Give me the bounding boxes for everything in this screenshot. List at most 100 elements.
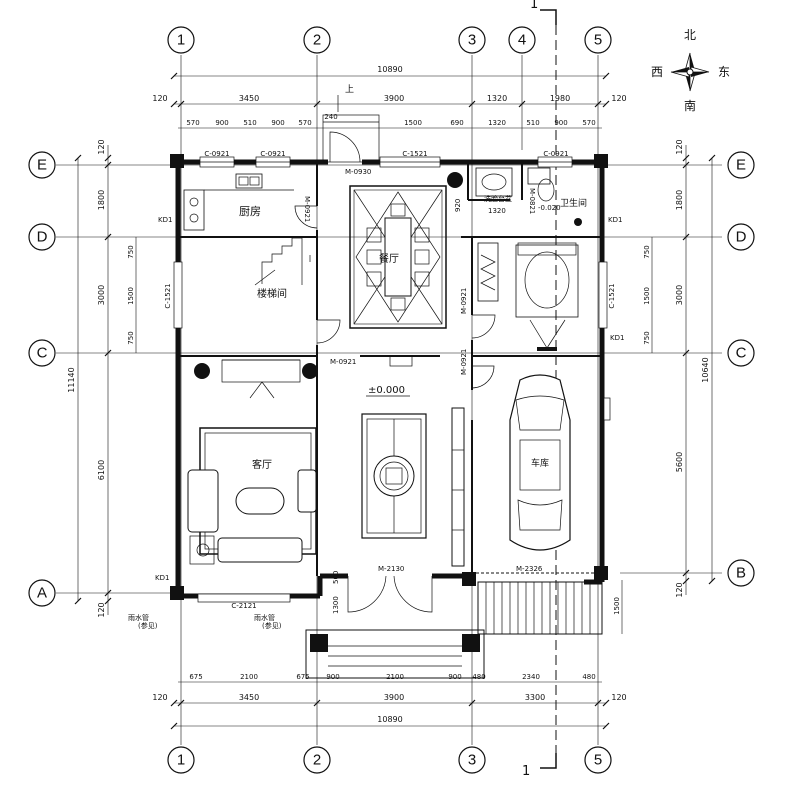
axis-5-top: 5 (594, 32, 602, 49)
dim-right-s0: 120 (675, 139, 684, 154)
dimensions-bottom: 675 2100 675 900 2100 900 480 2340 480 1… (152, 673, 627, 730)
dim-bot-f7: 2340 (522, 673, 540, 681)
dim-left-s1: 1800 (97, 190, 106, 210)
dim-left-s4: 120 (97, 602, 106, 617)
axis-d-right: D (736, 229, 747, 246)
hall: ±0.000 M-0921 M-0921 (330, 349, 495, 567)
porch-dim-500: 500 (332, 571, 340, 584)
dim-left-f1: 1500 (127, 287, 135, 305)
axis-a-left: A (37, 585, 47, 602)
entrance: M-2130 500 1300 (305, 565, 603, 679)
axis-c-left: C (37, 345, 48, 362)
dim-top-f1: 900 (215, 119, 228, 127)
dim-top-f4: 570 (298, 119, 311, 127)
dim-top-s5: 120 (611, 94, 626, 103)
dim-bot-s1: 3450 (239, 693, 259, 702)
door-garage: M-2326 (516, 565, 543, 573)
dim-left-s2: 3000 (97, 285, 106, 305)
dim-top-f11: 570 (582, 119, 595, 127)
window-bath-side: C-1521 (608, 283, 616, 308)
dim-bot-overall: 10890 (377, 715, 402, 724)
axis-d-left: D (37, 229, 48, 246)
axis-2-bottom: 2 (313, 752, 321, 769)
dim-top-f6: 1500 (404, 119, 422, 127)
dim-bot-f3: 900 (326, 673, 339, 681)
section-mark-top: 1 (530, 0, 538, 12)
dim-bot-s4: 120 (611, 693, 626, 702)
axis-4-top: 4 (518, 32, 526, 49)
dim-bot-f2: 675 (296, 673, 309, 681)
window-c0921-a: C-0921 (204, 150, 229, 158)
dim-right-s3: 5600 (675, 452, 684, 472)
kd-right-2: KD1 (610, 334, 624, 342)
stair-up-label: 上 (345, 84, 354, 95)
window-living: C-2121 (231, 602, 256, 610)
dim-top-f5: 240 (324, 113, 337, 121)
dim-top-s0: 120 (152, 94, 167, 103)
window-stair: C-1521 (164, 283, 172, 308)
dim-left-f0: 750 (127, 245, 135, 258)
dim-right-overall: 10640 (701, 357, 710, 382)
window-c1521-top: C-1521 (402, 150, 427, 158)
door-kitchen: M-0921 (303, 196, 311, 222)
dim-right-s2: 3000 (675, 285, 684, 305)
floor-level: ±0.000 (368, 385, 405, 396)
bath-dim-1320: 1320 (488, 207, 506, 215)
dim-top-overall: 10890 (377, 65, 402, 74)
window-c0921-bath: C-0921 (543, 150, 568, 158)
bath-level: -0.020 (538, 204, 561, 212)
axis-2-top: 2 (313, 32, 321, 49)
axis-1-top: 1 (177, 32, 185, 49)
stair-hall: 楼梯间 C-1521 (164, 237, 341, 344)
dim-bot-f5: 900 (448, 673, 461, 681)
section-mark-bottom: 1 (522, 764, 530, 779)
axis-3-top: 3 (468, 32, 476, 49)
dim-top-f10: 900 (554, 119, 567, 127)
porch-dim-1300: 1300 (332, 596, 340, 614)
kd-a: KD1 (155, 574, 169, 582)
dim-bot-f8: 480 (582, 673, 595, 681)
compass-south: 南 (684, 98, 696, 113)
room-bath: 卫生间 (560, 197, 587, 209)
door-garage-side: M-0921 (460, 349, 468, 375)
dim-bot-f0: 675 (189, 673, 202, 681)
note-left: 雨水管 (128, 613, 149, 622)
living-room: 客厅 C-2121 KD1 雨水管 (参见) 雨水管 (参见) (128, 359, 318, 630)
dim-right-s4: 120 (675, 582, 684, 597)
dim-right-f1: 1500 (643, 287, 651, 305)
compass-north: 北 (684, 28, 696, 42)
dim-top-f0: 570 (186, 119, 199, 127)
door-bath-small: M-0821 (528, 188, 536, 214)
door-bath: M-0921 (460, 288, 468, 314)
garage: 车库 M-2326 (476, 374, 611, 574)
axis-3-bottom: 3 (468, 752, 476, 769)
axis-e-left: E (37, 157, 47, 174)
dim-top-f2: 510 (243, 119, 256, 127)
axis-c-right: C (736, 345, 747, 362)
room-garage: 车库 (531, 457, 549, 469)
dim-top-f7: 690 (450, 119, 463, 127)
room-kitchen: 厨房 (239, 205, 261, 218)
vanity-label: 洗脸台盆 (484, 194, 512, 203)
compass: 北 南 西 东 (651, 28, 730, 113)
door-m0930: M-0930 (345, 168, 371, 176)
window-c0921-b: C-0921 (260, 150, 285, 158)
axis-5-bottom: 5 (594, 752, 602, 769)
bath-dim-920: 920 (454, 199, 462, 212)
dim-right-porch: 1500 (613, 597, 621, 615)
axis-bubbles: 1 2 3 4 5 1 2 3 5 E D C A E D C B (28, 26, 755, 774)
kd-right: KD1 (608, 216, 622, 224)
dim-top-f8: 1320 (488, 119, 506, 127)
dim-bot-f4: 2100 (386, 673, 404, 681)
note-right-2: (参见) (262, 621, 282, 630)
room-dining: 餐厅 (379, 252, 399, 265)
axis-b-right: B (736, 565, 746, 582)
note-left-2: (参见) (138, 621, 158, 630)
dim-left-f2: 750 (127, 331, 135, 344)
dim-bot-s2: 3900 (384, 693, 404, 702)
axis-e-right: E (736, 157, 746, 174)
shower-room: C-1521 M-0921 KD1 (460, 242, 624, 351)
dim-top-f9: 510 (526, 119, 539, 127)
axis-1-bottom: 1 (177, 752, 185, 769)
